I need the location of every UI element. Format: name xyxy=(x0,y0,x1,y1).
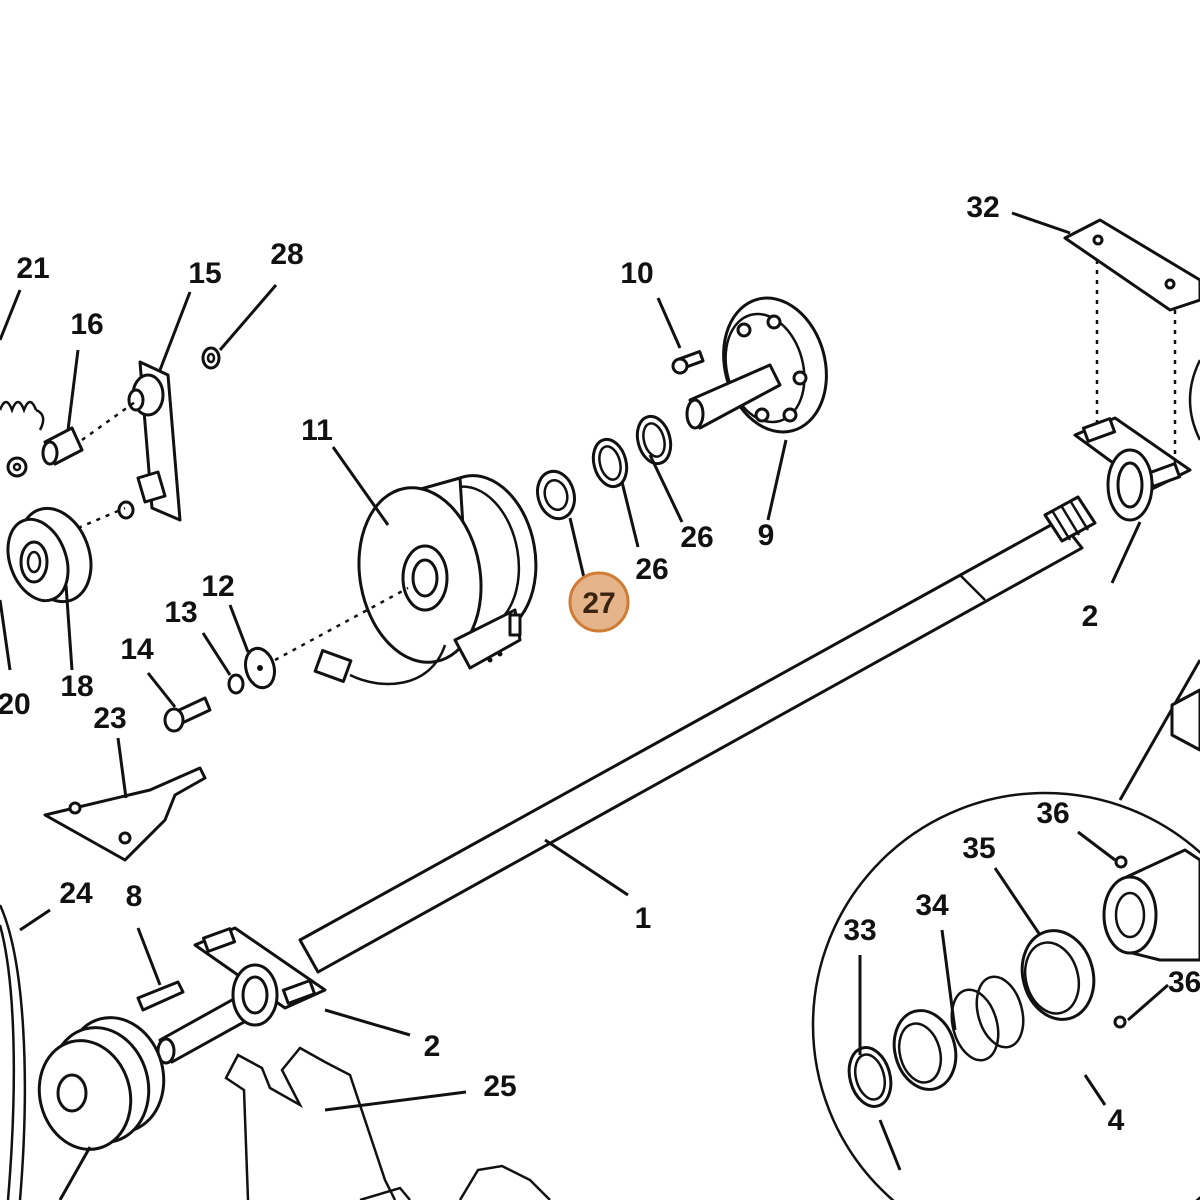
label-4: 4 xyxy=(1108,1104,1125,1137)
washer-27 xyxy=(536,469,576,521)
spacer-16 xyxy=(41,426,84,466)
bracket-23 xyxy=(43,766,207,862)
bolt-14 xyxy=(163,696,212,733)
label-33: 33 xyxy=(843,914,876,947)
mounting-plate xyxy=(1063,218,1200,312)
label-12: 12 xyxy=(201,570,234,603)
label-26-right: 26 xyxy=(680,521,713,554)
label-36-right: 36 xyxy=(1168,966,1200,999)
drive-pulley xyxy=(37,1016,166,1151)
flange-hub xyxy=(685,296,828,434)
highlight-circle xyxy=(568,571,630,633)
label-16: 16 xyxy=(70,308,103,341)
washer-26a xyxy=(591,437,629,489)
detail-circle-4 xyxy=(811,659,1200,1200)
assembly-line-bracket-top xyxy=(81,400,136,442)
leader-lines xyxy=(0,211,1169,1200)
washer-28 xyxy=(201,346,221,370)
highlighted-part-27[interactable]: 27 xyxy=(568,571,630,633)
label-1: 1 xyxy=(635,902,652,935)
assembly-line-bracket-mid xyxy=(77,506,126,530)
label-34: 34 xyxy=(915,889,949,922)
lock-washer-13 xyxy=(227,673,245,695)
label-27: 27 xyxy=(582,587,615,620)
label-13: 13 xyxy=(164,596,197,629)
bolt-10 xyxy=(671,350,705,375)
idler-pulley-18 xyxy=(6,506,93,604)
label-8: 8 xyxy=(126,880,143,913)
key-8 xyxy=(136,980,185,1012)
label-15: 15 xyxy=(188,257,221,290)
label-32: 32 xyxy=(966,191,999,224)
label-23: 23 xyxy=(93,702,126,735)
label-11: 11 xyxy=(301,414,333,447)
spring-21 xyxy=(0,400,45,431)
label-20: 20 xyxy=(0,688,31,721)
label-2-upper: 2 xyxy=(1082,600,1099,633)
brackets-25 xyxy=(224,1046,551,1200)
washer-12 xyxy=(244,646,276,690)
label-9: 9 xyxy=(758,519,775,552)
label-24: 24 xyxy=(59,877,93,910)
electric-clutch xyxy=(313,474,538,686)
callout-labels: 1 2 2 4 8 9 10 11 12 13 14 15 16 18 20 2… xyxy=(0,191,1200,1137)
housing-edge xyxy=(1170,359,1200,752)
label-35: 35 xyxy=(962,832,995,865)
belt-24 xyxy=(0,904,27,1200)
label-10: 10 xyxy=(620,257,653,290)
label-36-top: 36 xyxy=(1036,797,1069,830)
label-14: 14 xyxy=(120,633,154,666)
nut-small xyxy=(6,456,28,478)
bearing-lower xyxy=(193,926,327,1027)
bearing-upper xyxy=(1073,250,1192,522)
label-2-lower: 2 xyxy=(424,1030,441,1063)
washer-26b xyxy=(635,414,673,466)
label-26-left: 26 xyxy=(635,553,668,586)
label-25: 25 xyxy=(483,1070,516,1103)
label-28: 28 xyxy=(270,238,303,271)
label-18: 18 xyxy=(60,670,93,703)
bracket-15 xyxy=(117,360,182,522)
label-21: 21 xyxy=(16,252,49,285)
